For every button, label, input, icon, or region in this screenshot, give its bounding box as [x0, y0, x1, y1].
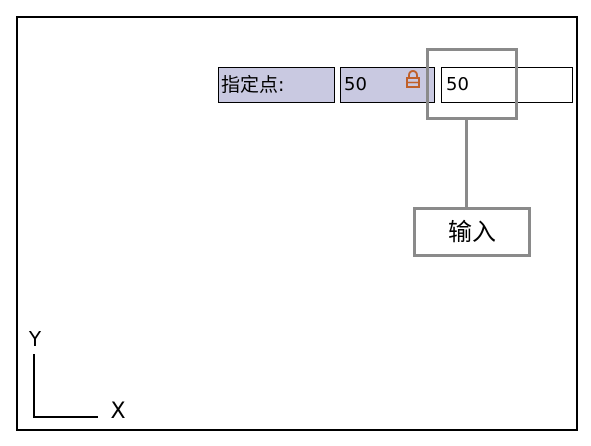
ucs-x-label: X: [110, 399, 125, 424]
callout-leader-line: [465, 120, 468, 208]
locked-field-value: 50: [344, 74, 367, 95]
lock-icon: [406, 70, 420, 88]
input-field-value: 50: [446, 74, 469, 95]
dynamic-input-prompt: 指定点:: [218, 67, 335, 103]
ucs-icon: Y X: [28, 327, 126, 424]
ucs-y-label: Y: [28, 327, 42, 351]
dynamic-input-field[interactable]: 50: [441, 67, 573, 103]
callout-label: 输入: [413, 207, 531, 257]
dynamic-input-locked-field[interactable]: 50: [340, 67, 435, 103]
